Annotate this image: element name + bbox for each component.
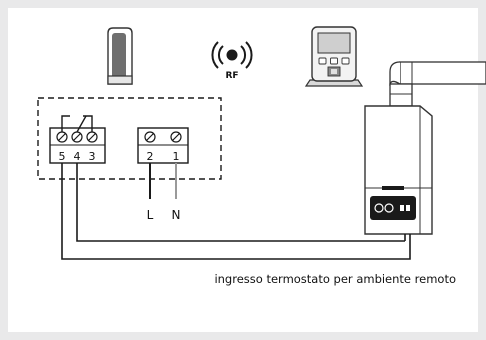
rf-label: RF (225, 71, 238, 81)
terminal-1-label: 1 (173, 150, 180, 163)
boiler-icon (364, 105, 433, 241)
room-thermostat-icon (304, 26, 364, 87)
receiver-enclosure (37, 97, 222, 180)
boiler-flue (389, 61, 486, 107)
terminal-5-label: 5 (59, 150, 66, 163)
live-label: L (147, 208, 154, 222)
terminal-3-label: 3 (89, 150, 96, 163)
diagram-caption: ingresso termostato per ambiente remoto (214, 272, 456, 286)
terminal-block-21: 2 1 (137, 127, 189, 164)
rf-transmitter-icon (107, 27, 133, 85)
wireless-signal-icon: RF (211, 41, 253, 81)
terminal-4-label: 4 (74, 150, 81, 163)
terminal-block-543: 5 4 3 (49, 115, 106, 164)
terminal-2-label: 2 (147, 150, 154, 163)
thermostat-wire-1 (61, 163, 411, 260)
thermostat-wire-2 (76, 163, 405, 242)
neutral-label: N (172, 208, 181, 222)
